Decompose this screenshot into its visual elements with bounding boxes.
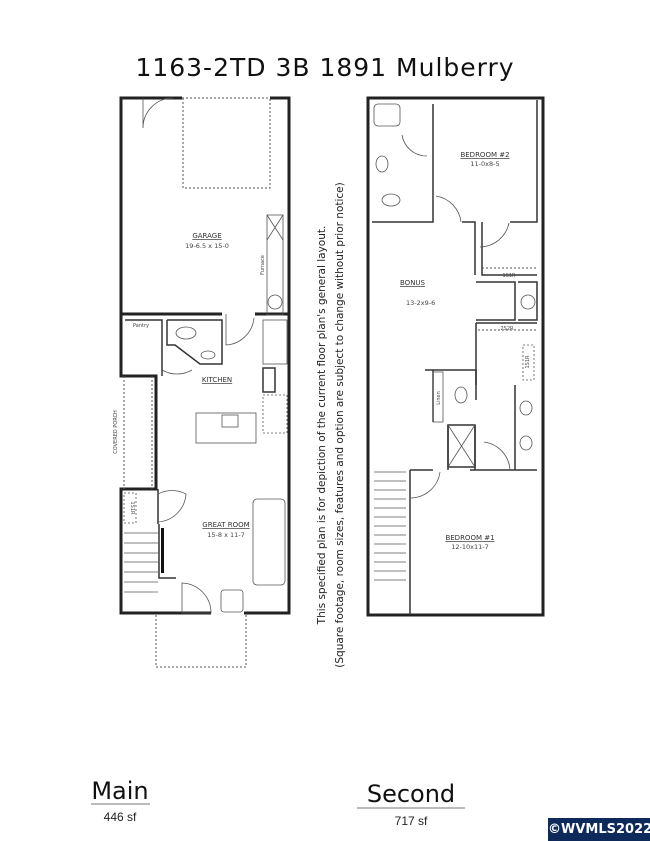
disclaimer-line-2: (Square footage, room sizes, features an… [334,182,346,667]
bonus-size: 13-2x9-6 [406,299,435,307]
disclaimer-line-1: This specified plan is for depiction of … [316,226,328,626]
door-swing [142,97,174,129]
main-floor-label: Main [91,777,148,805]
great-room-size: 15-8 x 11-7 [207,531,244,539]
garage-size: 19-6.5 x 15-0 [185,242,229,250]
covered-porch-label: COVERED PORCH [113,410,119,454]
bedroom1-size: 12-10x11-7 [451,543,489,551]
closet-b-label: 2S2R [500,326,514,332]
main-floor-area: 446 sf [104,810,137,824]
armchair [220,589,244,613]
shelf-label: 1S1R [129,501,135,515]
pantry-label: Pantry [133,323,149,329]
plan-title: 1163-2TD 3B 1891 Mulberry [135,53,514,82]
closet-c-label: 1S1R [525,355,531,369]
great-room-label: GREAT ROOM [202,521,249,529]
bonus-label: BONUS [400,279,426,287]
main-floor-plan: Furnace GARAGE 19-6.5 x 15-0 Pantry KITC… [113,96,291,668]
garage-label: GARAGE [192,232,221,240]
furnace [266,214,284,316]
bedroom2-size: 11-0x8-5 [470,160,499,168]
closet-a-label: 1S1R [502,273,516,279]
bedroom2-label: BEDROOM #2 [460,151,509,159]
second-floor-label: Second [367,780,455,808]
furnace-label: Furnace [260,255,266,275]
bedroom1-label: BEDROOM #1 [445,534,494,542]
kitchen-label: KITCHEN [202,376,232,384]
copyright-watermark: ©WVMLS2022 [548,818,650,841]
second-floor-area: 717 sf [395,814,428,828]
second-floor-plan: BEDROOM #2 11-0x8-5 1S1R BONUS 13-2x9-6 … [366,96,545,617]
sofa [252,498,286,586]
linen-label: Linen [436,391,442,405]
